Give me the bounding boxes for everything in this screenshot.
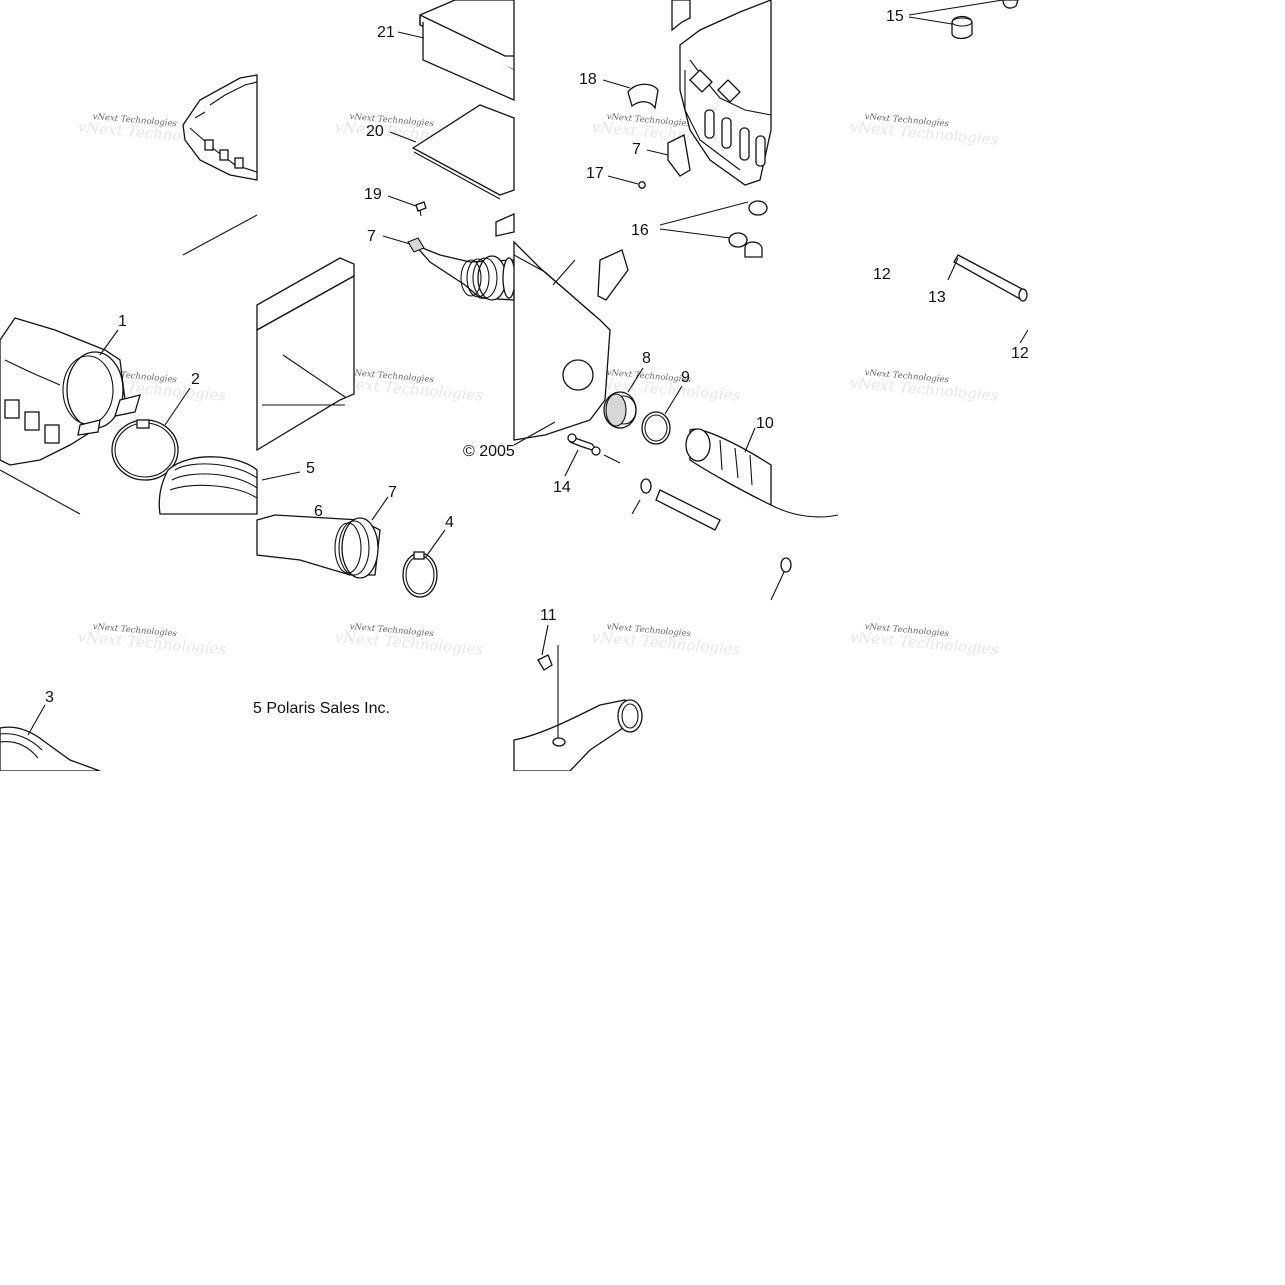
tile-caps-and-hose [951,0,1028,302]
copyright-right: 5 Polaris Sales Inc. [253,700,390,717]
callout-7-intake: 7 [367,228,376,245]
callout-8: 8 [642,350,651,367]
callout-labels: 21 20 19 7 18 7 17 16 15 1 2 8 9 10 14 5… [45,8,1029,706]
tile-air-box-cover-top [182,74,258,256]
copyright: © 2005 5 Polaris Sales Inc. [253,443,515,717]
callout-18: 18 [579,71,597,88]
callout-3: 3 [45,689,54,706]
tile-drain-tube [513,557,792,772]
callout-7-boot: 7 [388,484,397,501]
tile-boot-and-hoses [567,391,772,531]
callout-12-lower: 12 [1011,345,1029,362]
callout-6: 6 [314,503,323,520]
callout-2: 2 [191,371,200,388]
callout-10: 10 [756,415,774,432]
tile-air-filter [256,0,516,452]
tile-boot-3 [0,726,101,772]
callout-17: 17 [586,165,604,182]
leader-lines [27,0,1029,736]
callout-12-upper: 12 [873,266,891,283]
tile-air-box-base [513,0,772,441]
callout-15: 15 [886,8,904,25]
callout-9: 9 [681,369,690,386]
tile-intake-boot [256,514,438,598]
callout-19: 19 [364,186,382,203]
callout-7-bracket: 7 [632,141,641,158]
callout-4: 4 [445,514,454,531]
callout-16: 16 [631,222,649,239]
blank-area-bottom [0,771,1285,1285]
callout-14: 14 [553,479,571,496]
callout-1: 1 [118,313,127,330]
callout-20: 20 [366,123,384,140]
tile-hose-end [770,504,839,518]
copyright-left: © 2005 [463,443,515,460]
callout-21: 21 [377,24,395,41]
tile-air-box-assembly [0,317,258,515]
blank-area-right [1028,0,1285,771]
callout-11: 11 [540,607,557,624]
callout-13: 13 [928,289,946,306]
callout-5: 5 [306,460,315,477]
